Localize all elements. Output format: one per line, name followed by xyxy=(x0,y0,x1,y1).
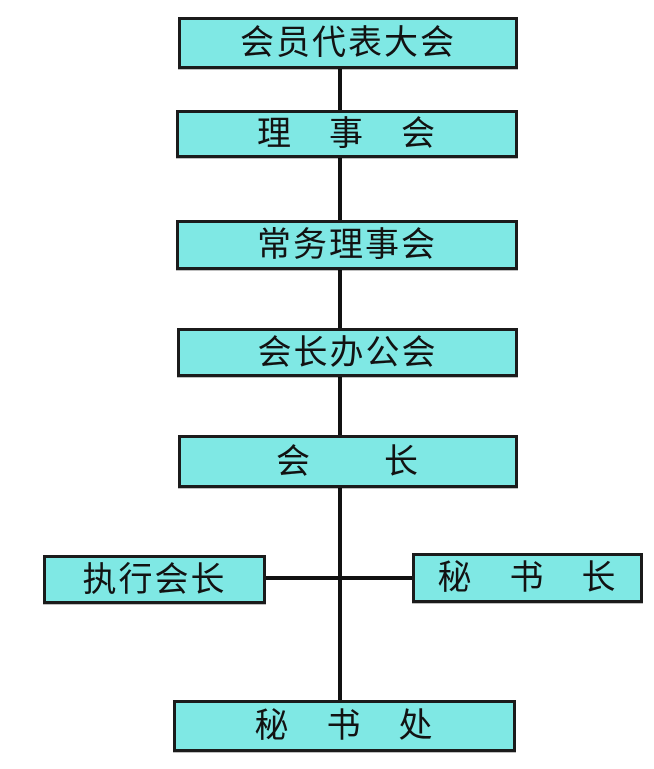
org-node-presidents-office: 会长办公会 xyxy=(177,328,518,377)
org-node-executive-president: 执行会长 xyxy=(43,555,266,604)
org-node-secretary-general: 秘 书 长 xyxy=(412,553,643,603)
connector-council-standing-council xyxy=(338,158,342,220)
connector-members-congress-council xyxy=(338,69,342,110)
org-node-standing-council: 常务理事会 xyxy=(176,220,518,270)
org-node-council: 理 事 会 xyxy=(176,110,518,158)
org-node-members-congress: 会员代表大会 xyxy=(178,17,518,69)
org-node-secretariat: 秘 书 处 xyxy=(173,700,516,752)
connector-executive-president-secretary-general xyxy=(266,576,412,580)
connector-president-secretariat xyxy=(338,488,342,700)
connector-standing-council-presidents-office xyxy=(338,270,342,328)
org-node-president: 会 长 xyxy=(178,435,518,488)
connector-presidents-office-president xyxy=(338,377,342,435)
